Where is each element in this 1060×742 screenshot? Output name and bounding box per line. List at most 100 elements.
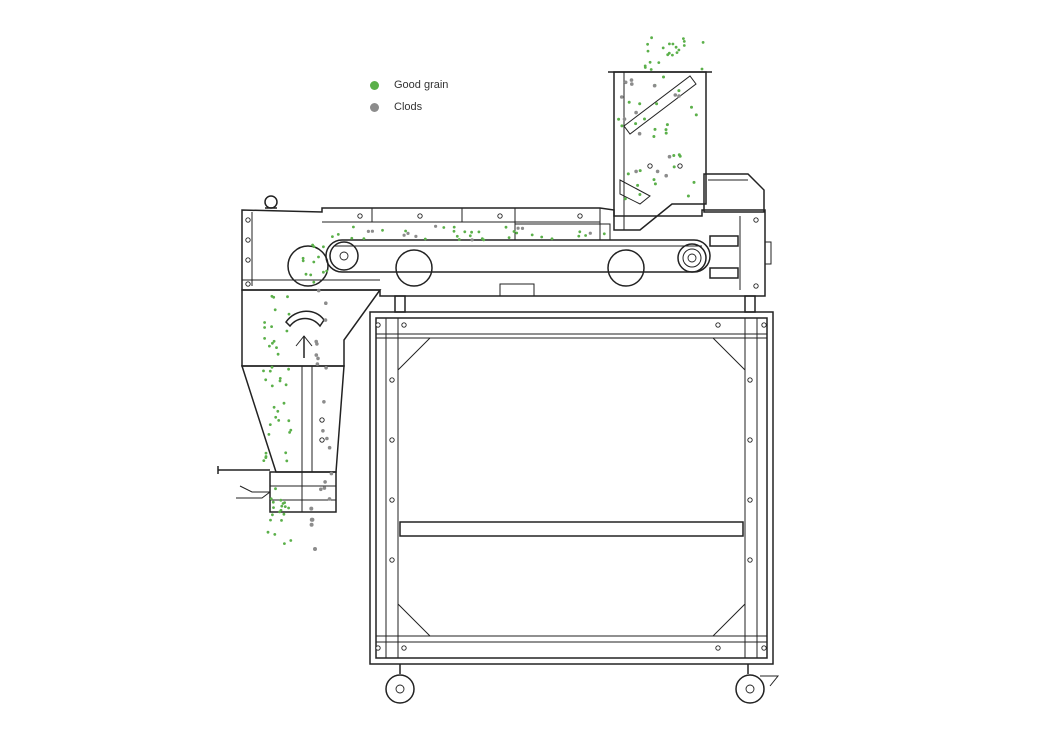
good-grain-particle bbox=[289, 539, 293, 542]
good-grain-particle bbox=[301, 259, 305, 263]
good-grain-particle bbox=[264, 378, 268, 382]
good-grain-particle bbox=[682, 37, 685, 40]
good-grain-particle bbox=[272, 339, 276, 343]
clod-particle bbox=[434, 224, 438, 228]
clod-particle bbox=[316, 288, 321, 293]
clod-particle bbox=[406, 231, 410, 235]
good-grain-particle bbox=[350, 236, 354, 240]
good-grain-particle bbox=[643, 117, 646, 121]
good-grain-particle bbox=[272, 506, 275, 509]
good-grain-particle bbox=[646, 42, 649, 46]
good-grain-particle bbox=[540, 235, 544, 239]
bolt-holes bbox=[245, 163, 767, 651]
good-grain-particle bbox=[280, 519, 283, 522]
good-grain-particle bbox=[311, 243, 314, 247]
good-grain-particle bbox=[287, 506, 290, 510]
good-grain-particle bbox=[675, 51, 679, 54]
clod-particle bbox=[634, 110, 638, 115]
good-grain-particle bbox=[272, 405, 276, 409]
clod-particle bbox=[309, 517, 314, 522]
clod-particle bbox=[327, 445, 332, 450]
clod-particle bbox=[677, 94, 681, 98]
clod-particle bbox=[316, 356, 320, 361]
clod-particle bbox=[321, 429, 325, 433]
good-grain-particle bbox=[286, 295, 289, 299]
good-grain-particle bbox=[285, 329, 289, 333]
good-grain-particle bbox=[452, 229, 456, 233]
good-grain-particle bbox=[665, 123, 669, 127]
good-grain-particle bbox=[682, 40, 686, 43]
clod-particle bbox=[323, 318, 328, 322]
good-grain-particle bbox=[287, 419, 291, 423]
good-grain-particle bbox=[671, 53, 674, 57]
good-grain-particle bbox=[287, 367, 290, 371]
good-grain-particle bbox=[273, 533, 277, 536]
good-grain-particle bbox=[325, 269, 329, 273]
clod-particle bbox=[629, 78, 634, 82]
good-grain-particle bbox=[507, 236, 511, 240]
clod-particle bbox=[366, 229, 370, 233]
good-grain-particle bbox=[270, 365, 274, 369]
clod-particle bbox=[673, 93, 678, 97]
good-grain-particle bbox=[646, 49, 650, 53]
good-grain-particle bbox=[262, 369, 265, 373]
good-grain-particle bbox=[271, 500, 275, 504]
good-grain-particle bbox=[284, 383, 288, 387]
good-grain-particle bbox=[275, 346, 278, 349]
clod-particle bbox=[370, 229, 374, 233]
clod-particle bbox=[623, 80, 628, 85]
good-grain-particle bbox=[278, 379, 282, 383]
good-grain-particle bbox=[504, 225, 508, 229]
legend-label-good-grain: Good grain bbox=[394, 79, 449, 91]
good-grain-particle bbox=[686, 194, 690, 198]
good-grain-particle bbox=[273, 308, 277, 312]
good-grain-particle bbox=[277, 419, 281, 422]
clod-particle bbox=[402, 233, 406, 237]
good-grain-particle bbox=[268, 423, 272, 426]
good-grain-particle bbox=[482, 238, 486, 242]
good-grain-particle bbox=[655, 102, 659, 106]
good-grain-particle bbox=[512, 230, 516, 233]
good-grain-particle bbox=[263, 326, 266, 329]
good-grain-particle bbox=[672, 154, 676, 157]
clod-particle bbox=[637, 131, 642, 136]
good-grain-particle bbox=[694, 113, 698, 117]
clod-particle bbox=[323, 480, 327, 484]
good-grain-particle bbox=[309, 273, 313, 277]
good-grain-dot-icon bbox=[370, 80, 379, 90]
clod-particle bbox=[619, 95, 624, 99]
good-grain-particle bbox=[664, 128, 668, 132]
good-grain-particle bbox=[653, 127, 657, 131]
good-grain-particle bbox=[274, 487, 277, 491]
clod-particle bbox=[319, 487, 323, 492]
good-grain-particle bbox=[636, 183, 640, 187]
clod-particle bbox=[630, 82, 634, 86]
good-grain-particle bbox=[301, 256, 305, 260]
clod-particle bbox=[325, 436, 329, 441]
good-grain-particle bbox=[638, 102, 642, 106]
good-grain-particle bbox=[322, 270, 325, 274]
legend-item-clods: Clods bbox=[370, 96, 448, 118]
clod-particle bbox=[655, 169, 660, 174]
good-grain-particle bbox=[317, 255, 320, 259]
good-grain-particle bbox=[584, 234, 587, 237]
clod-particle bbox=[588, 231, 592, 235]
clod-particle bbox=[324, 366, 328, 370]
good-grain-particle bbox=[638, 193, 642, 196]
discharge-chute bbox=[217, 289, 382, 513]
good-grain-particle bbox=[550, 237, 554, 241]
good-grain-particle bbox=[289, 428, 293, 432]
good-grain-particle bbox=[530, 233, 534, 237]
good-grain-particle bbox=[283, 505, 287, 508]
good-grain-particle bbox=[692, 180, 696, 184]
good-grain-particle bbox=[285, 459, 289, 463]
good-grain-particle bbox=[677, 89, 681, 93]
good-grain-particle bbox=[623, 197, 627, 201]
good-grain-particle bbox=[682, 44, 686, 47]
good-grain-particle bbox=[664, 131, 668, 135]
good-grain-particle bbox=[626, 172, 630, 176]
good-grain-particle bbox=[276, 352, 280, 356]
good-grain-particle bbox=[463, 230, 467, 234]
conveyor-housing bbox=[241, 173, 772, 297]
